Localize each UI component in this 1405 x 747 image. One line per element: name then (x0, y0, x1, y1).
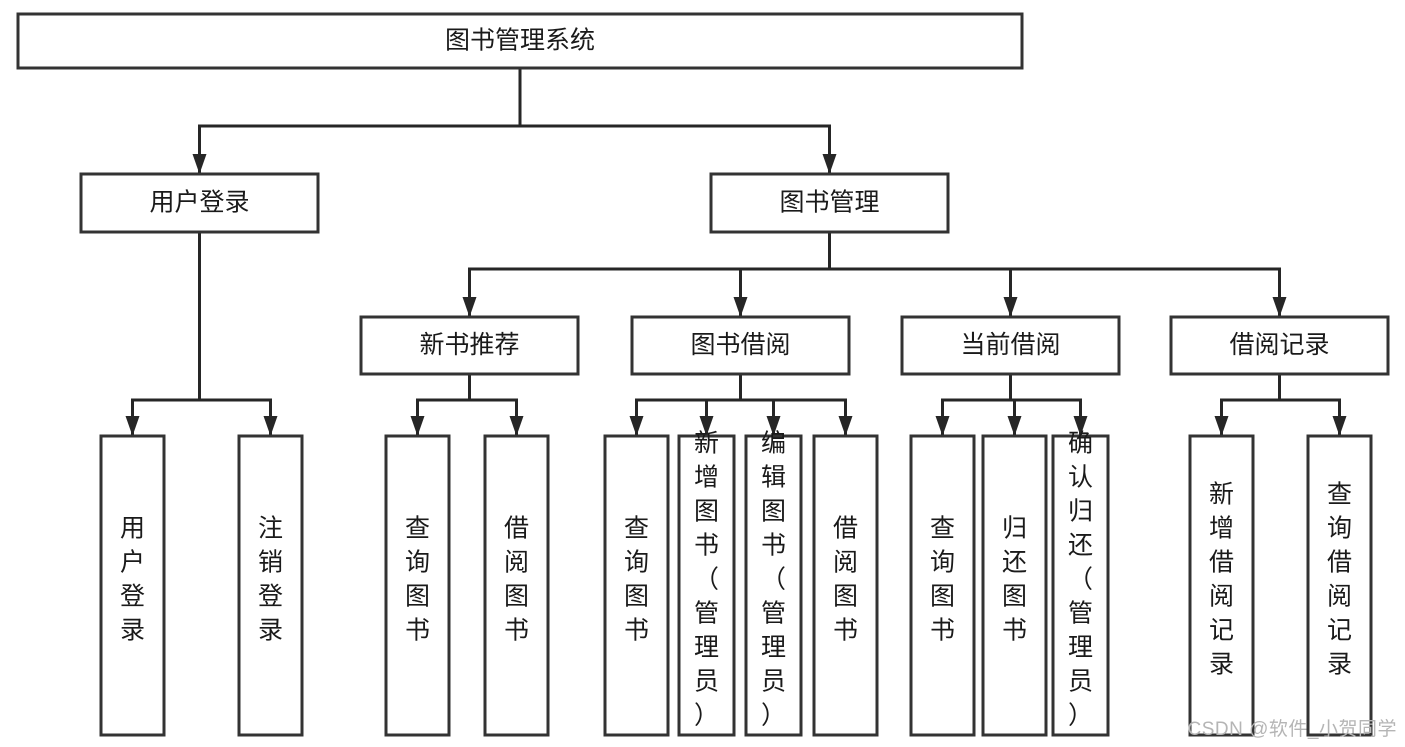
node-label: 新书推荐 (419, 331, 519, 359)
node-label: 查询图书 (405, 515, 430, 645)
node-leaf-confirm-return[interactable]: 确认归还（管理员） (1051, 430, 1110, 737)
edge-group-root (192, 66, 837, 175)
node-leaf-query-record[interactable]: 查询借阅记录 (1306, 434, 1373, 737)
arrow-head-icon (1332, 416, 1347, 436)
node-label: 用户登录 (149, 189, 249, 217)
node-leaf-borrow-book-1[interactable]: 借阅图书 (483, 434, 550, 737)
node-leaf-query-book-2[interactable]: 查询图书 (603, 434, 670, 737)
node-leaf-user-logout[interactable]: 注销登录 (237, 434, 304, 737)
edge-group-book-manage (462, 230, 1287, 318)
edge-group-current-borrow (935, 372, 1088, 437)
node-leaf-borrow-book-2[interactable]: 借阅图书 (812, 434, 879, 737)
node-layer: 图书管理系统用户登录图书管理新书推荐图书借阅当前借阅借阅记录用户登录注销登录查询… (16, 12, 1390, 737)
connector-layer (125, 66, 1347, 437)
arrow-head-icon (462, 297, 477, 317)
arrow-head-icon (822, 154, 837, 174)
node-label: 图书借阅 (690, 331, 790, 359)
node-leaf-edit-book[interactable]: 编辑图书（管理员） (744, 430, 803, 737)
arrow-head-icon (509, 416, 524, 436)
node-label: 借阅图书 (833, 515, 858, 645)
arrow-head-icon (125, 416, 140, 436)
arrow-head-icon (1003, 297, 1018, 317)
node-label: 查询借阅记录 (1327, 481, 1352, 679)
node-leaf-return-book[interactable]: 归还图书 (981, 434, 1048, 737)
node-leaf-add-record[interactable]: 新增借阅记录 (1188, 434, 1255, 737)
node-borrow-record[interactable]: 借阅记录 (1169, 315, 1390, 376)
node-label: 图书管理系统 (445, 27, 595, 55)
edge-group-new-book-rec (410, 372, 524, 437)
node-label: 用户登录 (120, 515, 145, 645)
node-leaf-add-book[interactable]: 新增图书（管理员） (677, 430, 736, 737)
node-leaf-query-book-1[interactable]: 查询图书 (384, 434, 451, 737)
node-label: 查询图书 (930, 515, 955, 645)
node-root[interactable]: 图书管理系统 (16, 12, 1024, 70)
arrow-head-icon (935, 416, 950, 436)
arrow-head-icon (410, 416, 425, 436)
arrow-head-icon (629, 416, 644, 436)
node-label: 注销登录 (258, 515, 283, 645)
node-label: 新增图书（管理员） (694, 430, 719, 730)
node-current-borrow[interactable]: 当前借阅 (900, 315, 1121, 376)
node-label: 借阅图书 (504, 515, 529, 645)
node-book-manage[interactable]: 图书管理 (709, 172, 950, 234)
edge-group-book-borrow (629, 372, 853, 437)
arrow-head-icon (1007, 416, 1022, 436)
csdn-watermark: CSDN @软件_小贺同学 (1187, 719, 1397, 740)
node-leaf-user-login[interactable]: 用户登录 (99, 434, 166, 737)
edge-group-borrow-record (1214, 372, 1347, 437)
arrow-head-icon (192, 154, 207, 174)
node-label: 确认归还（管理员） (1068, 430, 1093, 730)
node-new-book-rec[interactable]: 新书推荐 (359, 315, 580, 376)
node-label: 图书管理 (779, 189, 879, 217)
arrow-head-icon (838, 416, 853, 436)
arrow-head-icon (263, 416, 278, 436)
arrow-head-icon (1214, 416, 1229, 436)
edge-group-user-login (125, 230, 278, 437)
node-label: 当前借阅 (960, 331, 1060, 359)
node-label: 新增借阅记录 (1209, 481, 1234, 679)
arrow-head-icon (733, 297, 748, 317)
node-book-borrow[interactable]: 图书借阅 (630, 315, 851, 376)
arrow-head-icon (1073, 416, 1088, 436)
node-leaf-query-book-3[interactable]: 查询图书 (909, 434, 976, 737)
node-label: 查询图书 (624, 515, 649, 645)
node-label: 借阅记录 (1229, 331, 1329, 359)
node-label: 编辑图书（管理员） (761, 430, 786, 730)
node-user-login[interactable]: 用户登录 (79, 172, 320, 234)
arrow-head-icon (1272, 297, 1287, 317)
arrow-head-icon (766, 416, 781, 436)
arrow-head-icon (699, 416, 714, 436)
node-label: 归还图书 (1002, 515, 1027, 645)
